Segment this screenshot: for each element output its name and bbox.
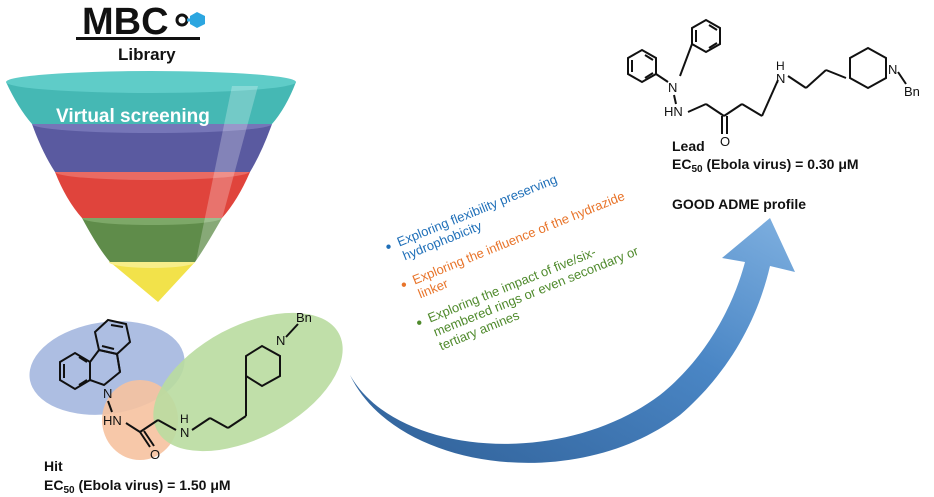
hit-amine-highlight [153, 312, 343, 452]
lead-structure: N HN O H N N Bn [627, 18, 920, 149]
hit-atom-n1: N [103, 386, 112, 401]
hit-structure: N HN O H N N Bn [29, 310, 343, 462]
mbc-library-logo: MBC Library [76, 1, 205, 64]
lead-ec50: EC50 (Ebola virus) = 0.30 μM [672, 156, 859, 175]
hit-atom-amine-h: H [180, 412, 189, 426]
hit-ec50: EC50 (Ebola virus) = 1.50 μM [44, 477, 231, 496]
hit-ec50-sub: 50 [63, 485, 75, 496]
lead-ec50-prefix: EC [672, 156, 692, 172]
progress-curved-arrow [350, 218, 795, 463]
hit-atom-pip-n: N [276, 333, 285, 348]
hit-ec50-prefix: EC [44, 477, 64, 493]
lead-piperidine-ring [849, 46, 887, 90]
hit-piperidine-ring [245, 344, 281, 388]
lead-atom-bn: Bn [904, 84, 920, 99]
lead-atom-o: O [720, 134, 730, 149]
funnel-layer-2 [32, 124, 272, 172]
funnel-layer-1-top [6, 71, 296, 93]
hit-atom-nh: HN [103, 413, 122, 428]
funnel-layer-5 [110, 262, 195, 302]
bullet-item-3: Exploring the impact of five/six- member… [417, 243, 641, 353]
lead-ec50-value: (Ebola virus) = 0.30 μM [702, 156, 859, 172]
strategy-bullets: Exploring flexibility preserving hydroph… [386, 171, 641, 353]
bullet-dot-3 [417, 320, 422, 325]
screening-funnel: Virtual screening [6, 71, 296, 302]
lead-atom-amine-h: H [776, 59, 785, 73]
funnel-layer-1-label: Virtual screening [56, 106, 210, 127]
lead-atom-amine-n: N [776, 71, 785, 86]
logo-brand-text: MBC [82, 1, 169, 43]
lead-atom-hn: HN [664, 104, 683, 119]
lead-ec50-sub: 50 [691, 164, 703, 175]
logo-sub-text: Library [118, 45, 176, 64]
logo-hexagon-icon [190, 12, 205, 28]
funnel-layer-4 [82, 218, 222, 262]
hit-atom-amine-n: N [180, 425, 189, 440]
funnel-sheen [188, 86, 258, 300]
logo-underline [76, 37, 200, 40]
lead-atom-n1: N [668, 80, 677, 95]
bullet-dot-2 [401, 282, 407, 287]
hit-title: Hit [44, 458, 63, 474]
funnel-layer-3 [55, 172, 250, 218]
hit-atom-bn: Bn [296, 310, 312, 325]
hit-atom-o: O [150, 447, 160, 462]
lead-atom-pip-n: N [888, 62, 897, 77]
funnel-layer-1 [6, 82, 296, 124]
lead-title: Lead [672, 138, 705, 154]
bullet-dot-1 [386, 244, 391, 249]
logo-connector-node [175, 13, 189, 27]
lead-adme: GOOD ADME profile [672, 196, 807, 212]
hit-ec50-value: (Ebola virus) = 1.50 μM [74, 477, 231, 493]
